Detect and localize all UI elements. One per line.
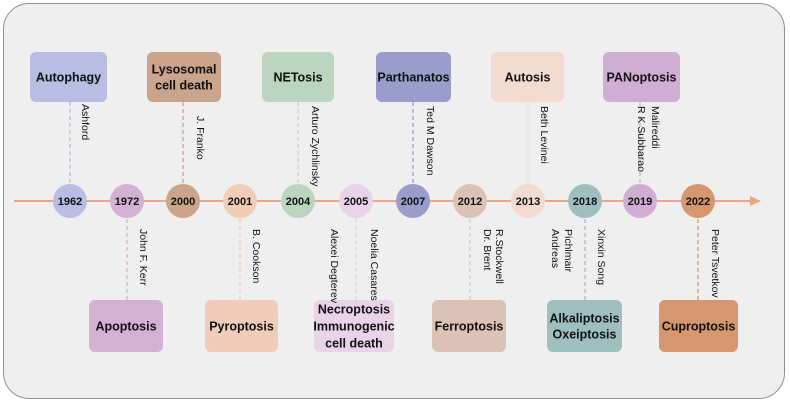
year-circle-2019 (623, 184, 657, 218)
year-circle-2022 (681, 184, 715, 218)
process-box-ferroptosis (432, 300, 506, 352)
process-name-lysosomal-1: Lysosomal (152, 63, 217, 77)
year-label-2000: 2000 (171, 196, 195, 208)
researcher-pichlmair: Pichlmair (562, 229, 574, 273)
process-box-necroptosis (314, 300, 394, 352)
researcher-ted-m-dawson: Ted M Dawson (424, 106, 436, 176)
process-name-netosis: NETosis (273, 71, 322, 85)
process-name-alkaliptosis-1: Alkaliptosis (549, 312, 619, 326)
process-box-autophagy (30, 52, 107, 102)
year-circle-2001 (223, 184, 257, 218)
year-label-1972: 1972 (115, 196, 139, 208)
year-circle-1962 (53, 184, 87, 218)
researcher-r-k-subbarao: R K Subbarao (635, 106, 647, 172)
year-label-2013: 2013 (516, 196, 540, 208)
timeline-arrowhead (750, 196, 761, 206)
process-name-pyroptosis: Pyroptosis (209, 320, 274, 334)
process-box-alkaliptosis (547, 300, 622, 352)
process-name-necroptosis-2: Immunogenic (313, 320, 394, 334)
process-name-autophagy: Autophagy (36, 71, 101, 85)
year-label-1962: 1962 (58, 196, 82, 208)
process-name-apoptosis: Apoptosis (95, 320, 156, 334)
process-box-pyroptosis (205, 300, 278, 352)
process-name-alkaliptosis-2: Oxeiptosis (553, 328, 617, 342)
process-box-autosis (491, 52, 564, 102)
researcher-peter-tsvetkov: Peter Tsvetkov (709, 229, 721, 298)
process-box-cuproptosis (659, 300, 738, 352)
researcher-noelia-casares: Noelia Casares (368, 229, 380, 301)
researcher-j-franko: J. Franko (194, 116, 206, 160)
process-name-parthanatos: Parthanatos (377, 71, 449, 85)
researcher-arturo-zychlinsky: Arturo Zychlinsky (309, 106, 321, 187)
process-box-netosis (262, 52, 334, 102)
process-name-necroptosis-3: cell death (325, 337, 383, 351)
process-name-autosis: Autosis (505, 71, 551, 85)
year-label-2007: 2007 (401, 196, 425, 208)
year-label-2018: 2018 (573, 196, 597, 208)
year-label-2001: 2001 (228, 196, 252, 208)
process-box-panoptosis (603, 52, 680, 102)
process-name-panoptosis: PANoptosis (607, 71, 677, 85)
year-circle-2005 (339, 184, 373, 218)
researcher-b-cookson: B. Cookson (250, 229, 262, 283)
year-label-2012: 2012 (458, 196, 482, 208)
process-name-ferroptosis: Ferroptosis (435, 320, 504, 334)
year-label-2005: 2005 (344, 196, 368, 208)
process-name-cuproptosis: Cuproptosis (662, 320, 736, 334)
year-circle-2012 (453, 184, 487, 218)
researcher-malireddi: Malireddi (649, 106, 661, 149)
researcher-xinxin-song: Xinxin Song (595, 229, 607, 285)
year-label-2022: 2022 (686, 196, 710, 208)
year-circle-2004 (281, 184, 315, 218)
process-box-lysosomal (147, 52, 221, 102)
year-circle-2013 (511, 184, 545, 218)
process-name-necroptosis-1: Necroptosis (318, 303, 390, 317)
year-label-2004: 2004 (286, 196, 311, 208)
researcher-andreas: Andreas (549, 229, 561, 268)
year-circle-2018 (568, 184, 602, 218)
year-circle-2007 (396, 184, 430, 218)
year-circle-1972 (110, 184, 144, 218)
researcher-r-stockwell: R.Stockwell (493, 229, 505, 284)
process-box-parthanatos (376, 52, 451, 102)
researcher-ashford: Ashford (79, 104, 91, 140)
researcher-dr-brent: Dr. Brent (481, 229, 493, 271)
researcher-beth-levinei: Beth Levinei (538, 106, 550, 164)
year-label-2019: 2019 (628, 196, 652, 208)
year-circle-2000 (166, 184, 200, 218)
process-box-apoptosis (89, 300, 163, 352)
process-name-lysosomal-2: cell death (155, 79, 213, 93)
researcher-alexei-degterev: Alexei Degterev (328, 229, 340, 304)
researcher-john-f-kerr: John F. Kerr (137, 229, 149, 286)
